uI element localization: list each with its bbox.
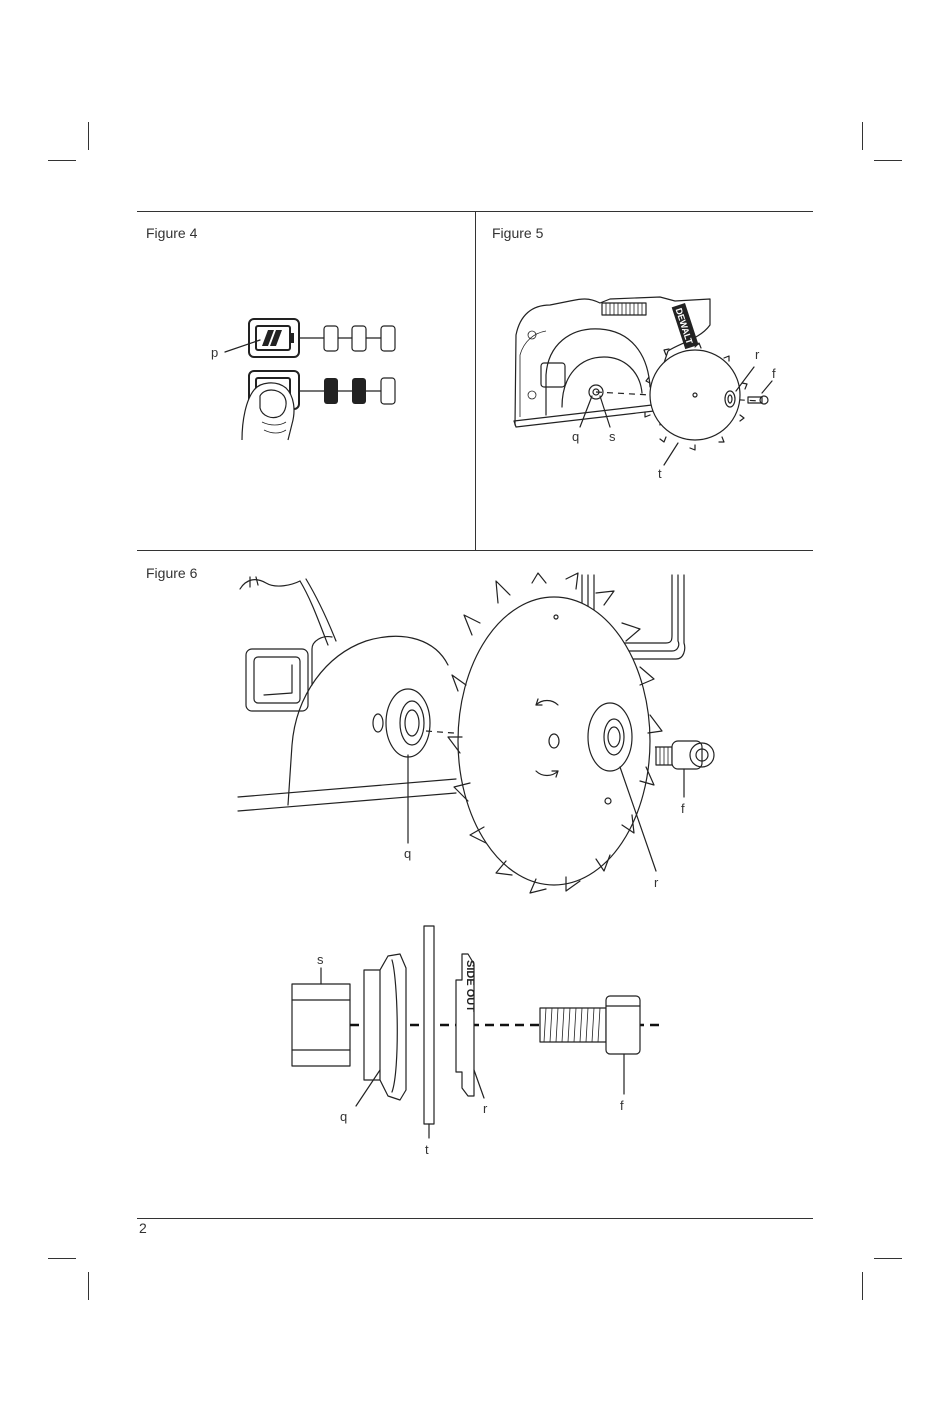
label-r-top: r [654, 875, 659, 890]
crop-mark [48, 160, 76, 161]
page-number: 2 [139, 1220, 147, 1236]
label-t: t [658, 466, 662, 481]
figure-5-caption: Figure 5 [492, 225, 543, 241]
label-f-top: f [681, 801, 685, 816]
flange-marking: SIDE OUT [464, 960, 476, 1012]
crop-mark [862, 1272, 863, 1300]
frame-middle-rule [137, 550, 813, 551]
label-r-exploded: r [483, 1101, 488, 1116]
figure-6-blade-mounting-illustration: q r f [236, 575, 736, 905]
crop-mark [88, 1272, 89, 1300]
label-q-top: q [404, 846, 411, 861]
figure-4-fuel-gauge-illustration: p [190, 300, 490, 530]
crop-mark [48, 1258, 76, 1259]
figure-4-caption: Figure 4 [146, 225, 197, 241]
label-q-exploded: q [340, 1109, 347, 1124]
figure-6-caption: Figure 6 [146, 565, 197, 581]
label-p: p [211, 345, 218, 360]
label-q: q [572, 429, 579, 444]
label-s-exploded: s [317, 952, 324, 967]
crop-mark [874, 160, 902, 161]
label-s: s [609, 429, 616, 444]
crop-mark [862, 122, 863, 150]
crop-mark [874, 1258, 902, 1259]
label-t-exploded: t [425, 1142, 429, 1157]
label-f: f [772, 366, 776, 381]
figure-5-saw-illustration: DEWALT r f q s t [510, 295, 810, 495]
label-f-exploded: f [620, 1098, 624, 1113]
footer-rule [137, 1218, 813, 1219]
crop-mark [88, 122, 89, 150]
label-r: r [755, 347, 760, 362]
figure-6-exploded-view: s q t SIDE OUT r f [284, 920, 704, 1160]
